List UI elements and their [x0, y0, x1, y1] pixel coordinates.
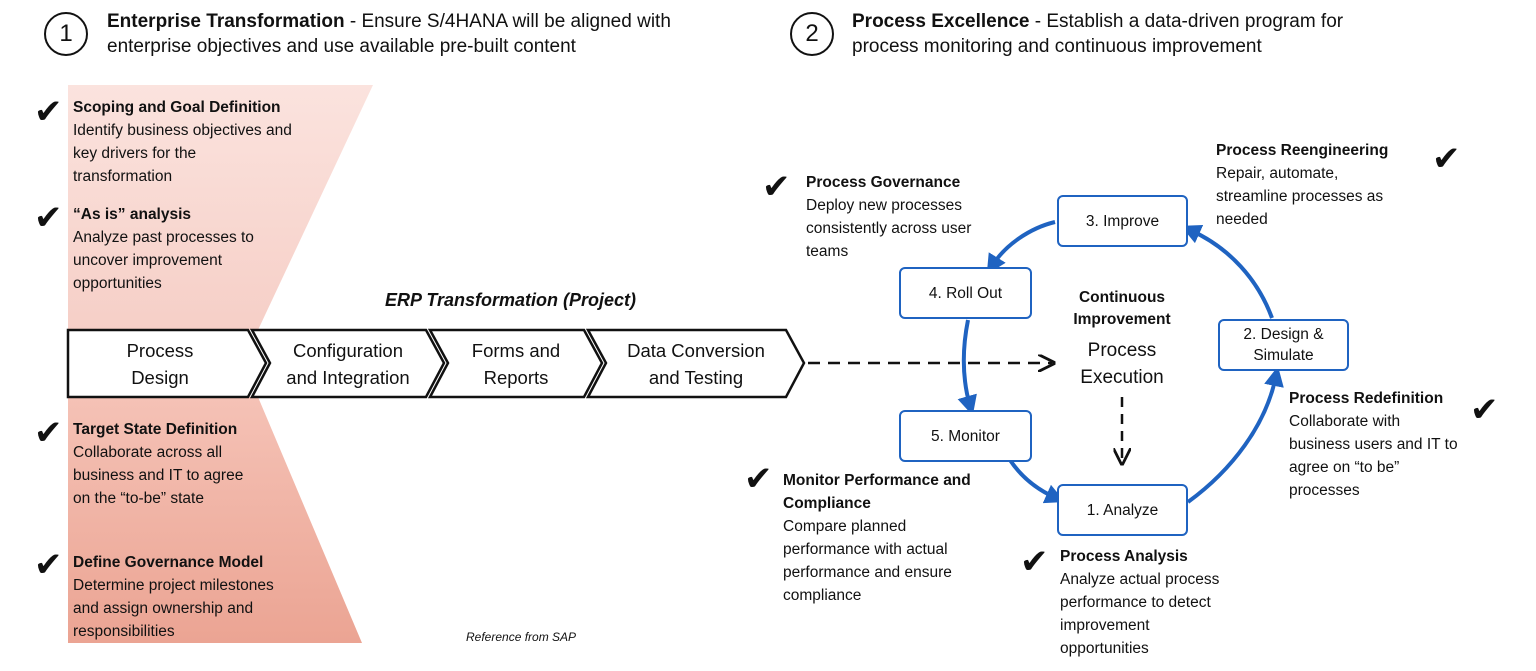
check-icon: ✔: [34, 92, 63, 132]
scope-band-top: [68, 85, 373, 330]
step-roll-out: 4. Roll Out: [899, 267, 1032, 319]
chevron-forms: [427, 328, 604, 399]
section-title-2: Process Excellence: [852, 11, 1030, 32]
note-as-is: “As is” analysis Analyze past processes …: [73, 206, 254, 292]
step-design-simulate: 2. Design &Simulate: [1218, 319, 1349, 371]
project-title: ERP Transformation (Project): [385, 290, 637, 310]
note-process-governance: Process Governance Deploy new processes …: [806, 174, 972, 260]
chevron-process-design: [66, 328, 268, 399]
chevron-data-conversion: [585, 328, 806, 399]
check-icon: ✔: [34, 545, 63, 585]
note-governance-model: Define Governance Model Determine projec…: [73, 554, 274, 640]
note-monitor-performance: Monitor Performance and Compliance Compa…: [783, 472, 971, 604]
check-icon: ✔: [744, 459, 773, 499]
note-scoping: Scoping and Goal Definition Identify bus…: [73, 99, 292, 185]
reference-note: Reference from SAP: [466, 630, 577, 644]
section-title-1: Enterprise Transformation: [107, 11, 345, 32]
arrow-monitor-to-analyze: [1008, 458, 1066, 504]
note-process-reengineering: Process Reengineering Repair, automate, …: [1216, 142, 1389, 228]
step-analyze: 1. Analyze: [1057, 484, 1188, 536]
section-header-2: Process Excellence - Establish a data-dr…: [852, 11, 1344, 57]
section-number-1: 1: [44, 12, 88, 56]
note-process-analysis: Process Analysis Analyze actual process …: [1060, 548, 1220, 657]
check-icon: ✔: [1020, 542, 1049, 582]
arrow-analyze-to-design: [1186, 366, 1284, 504]
check-icon: ✔: [1432, 139, 1461, 179]
chevron-configuration: [249, 328, 446, 399]
check-icon: ✔: [34, 198, 63, 238]
step-improve: 3. Improve: [1057, 195, 1188, 247]
note-process-redefinition: Process Redefinition Collaborate with bu…: [1289, 390, 1458, 499]
note-target-state: Target State Definition Collaborate acro…: [73, 421, 244, 507]
check-icon: ✔: [762, 167, 791, 207]
check-icon: ✔: [1470, 390, 1499, 430]
section-number-2: 2: [790, 12, 834, 56]
scope-band-bottom: [68, 397, 362, 643]
section-header-1: Enterprise Transformation - Ensure S/4HA…: [107, 11, 671, 57]
step-monitor: 5. Monitor: [899, 410, 1032, 462]
arrow-design-to-improve: [1180, 224, 1274, 319]
arrow-improve-to-rollout: [986, 220, 1056, 275]
check-icon: ✔: [34, 413, 63, 453]
arrow-rollout-to-monitor: [957, 319, 977, 416]
